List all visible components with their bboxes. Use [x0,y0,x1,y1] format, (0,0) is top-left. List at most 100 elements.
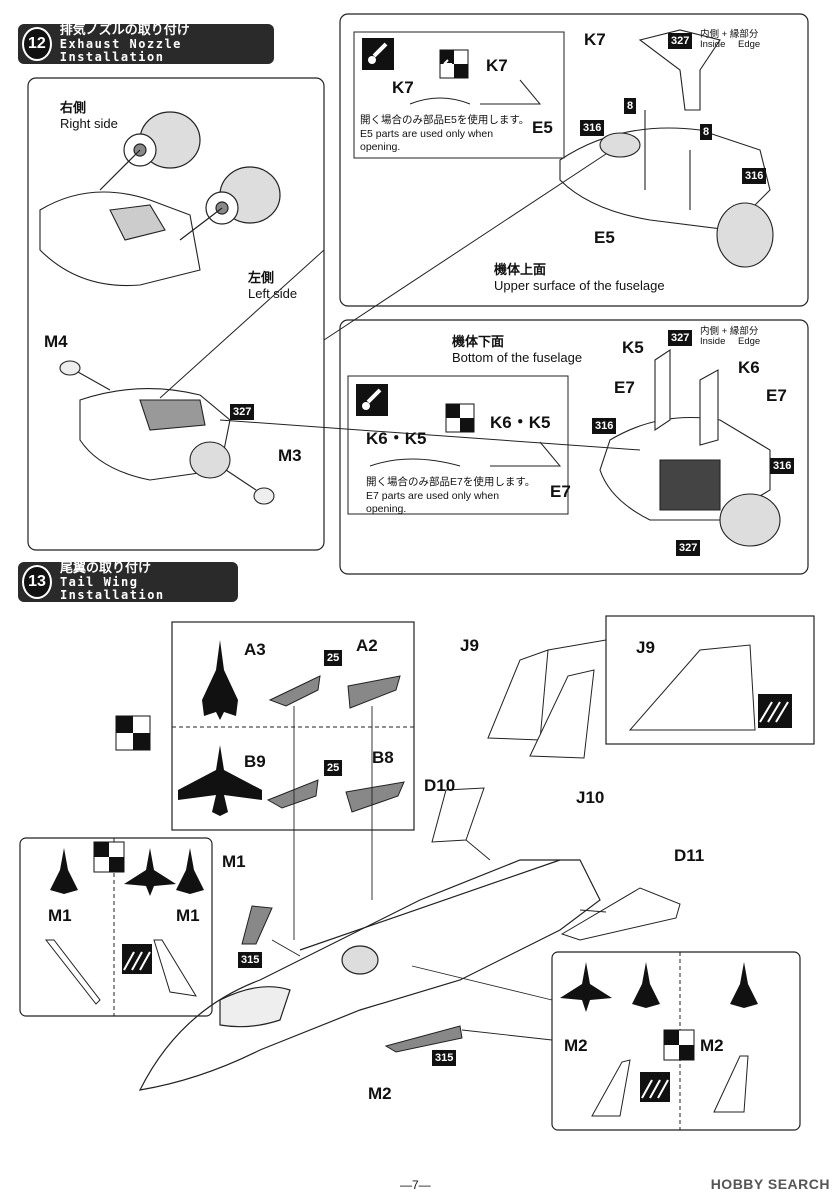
detail-part-m1: M1 [48,906,72,925]
part-b8: B8 [372,748,394,767]
step-number: 13 [22,565,52,599]
inside-edge-legend: 内側 + 縁部分 Inside Edge [700,326,761,348]
alternate-option-icon [115,715,151,751]
j9-detail-box [605,615,815,745]
stabilizer-b8 [345,781,405,813]
m1-detail-probe [153,939,197,997]
alternate-option-icon [93,841,125,873]
color-code-25: 25 [324,760,343,776]
left-side-label: 左側 Left side [248,270,297,303]
part-m4: M4 [44,332,68,351]
inset-part-e7: E7 [550,482,571,501]
upper-inset-box [353,31,565,159]
part-k7: K7 [584,30,606,49]
part-m3: M3 [278,446,302,465]
detail-part-j9: J9 [636,638,655,657]
callout-line [159,249,325,399]
edge-jp: 縁部分 [729,326,759,337]
inside-edge-legend: 内側 + 縁部分 Inside Edge [700,29,761,51]
step13-header: 13 尾翼の取り付け Tail Wing Installation [18,560,238,602]
aircraft-silhouette [50,848,78,894]
aircraft-silhouette [560,962,612,1012]
bottom-fuselage-caption: 機体下面 Bottom of the fuselage [452,334,582,367]
note-en: E5 parts are used only when opening. [360,127,494,154]
right-nozzle-drawing [99,111,201,191]
detail-part-m2: M2 [700,1036,724,1055]
part-d10: D10 [424,776,456,795]
part-m2: M2 [368,1084,392,1103]
inset-hatch-sketch [369,79,562,467]
step-title-en: Exhaust Nozzle Installation [59,36,182,65]
edge-en: Edge [738,336,761,348]
fin-j9 [487,649,549,741]
part-j9: J9 [460,636,479,655]
camouflage-pattern-icon [640,1072,670,1102]
plus: + [721,326,728,337]
opening-icon [356,384,388,416]
stabilizer-a3 [268,675,321,707]
step-number: 12 [22,27,52,61]
part-k6: K6 [738,358,760,377]
callout-line [219,419,641,451]
wing-glove-d11 [560,887,681,941]
camouflage-pattern-icon [122,944,152,974]
probe-m1 [241,905,273,945]
ventral-fin-d10 [431,787,485,843]
m2-detail-box [551,951,801,1131]
edge-en: Edge [738,39,761,51]
lower-inset-box [347,375,569,515]
j9-detail-fin [628,644,756,731]
edge-jp: 縁部分 [729,29,759,40]
caption-en: Bottom of the fuselage [452,350,583,366]
note-en: E7 parts are used only when opening. [366,489,500,516]
detail-part-m2: M2 [564,1036,588,1055]
fuselage-nozzle-assembled-drawing [59,360,275,505]
color-code-327: 327 [230,404,255,420]
camouflage-pattern-icon [758,694,792,728]
stabilizer-a2 [347,675,401,709]
aircraft-silhouette-wings-spread [178,745,262,816]
m2-detail-strake [713,1055,749,1113]
right-side-jp: 右側 [60,100,87,115]
right-side-label: 右側 Right side [60,100,118,133]
strake-m2 [384,1025,463,1053]
part-a2: A2 [356,636,378,655]
stabilizer-b9 [266,779,319,809]
left-side-jp: 左側 [248,270,275,285]
part-e5: E5 [594,228,615,247]
note-jp: 開く場合のみ部品E7を使用します。 [366,476,536,488]
fin-j10 [529,669,595,759]
caption-jp: 機体上面 [494,262,547,277]
aircraft-silhouette [124,848,176,896]
upper-inset-note: 開く場合のみ部品E5を使用します。 E5 parts are used only… [360,114,530,155]
inset-part-k7: K7 [392,78,414,97]
color-code-316: 316 [742,168,767,184]
right-side-en: Right side [60,116,118,132]
aircraft-silhouette-wings-swept [202,640,238,720]
part-m1: M1 [222,852,246,871]
color-code-8: 8 [624,98,637,114]
upper-surface-caption: 機体上面 Upper surface of the fuselage [494,262,665,295]
part-k5: K5 [622,338,644,357]
part-a3: A3 [244,640,266,659]
part-b9: B9 [244,752,266,771]
color-code-315: 315 [432,1050,457,1066]
left-side-en: Left side [248,286,298,302]
caption-jp: 機体下面 [452,334,505,349]
page-number: —7— [400,1178,431,1192]
fuselage-rear-drawing [39,191,201,287]
m2-detail-strake [591,1059,631,1117]
aircraft-silhouette [632,962,660,1008]
color-code-315: 315 [238,952,263,968]
part-d11: D11 [674,846,705,865]
detail-part-m1: M1 [176,906,200,925]
inset-part-k6-k5: K6・K5 [366,429,427,448]
plus: + [721,29,728,40]
lower-inset-note: 開く場合のみ部品E7を使用します。 E7 parts are used only… [366,476,536,517]
note-jp: 開く場合のみ部品E5を使用します。 [360,114,530,126]
m1-detail-box [19,837,213,1017]
color-code-316: 316 [580,120,605,136]
caption-en: Upper surface of the fuselage [494,278,665,294]
color-code-327: 327 [668,33,693,49]
